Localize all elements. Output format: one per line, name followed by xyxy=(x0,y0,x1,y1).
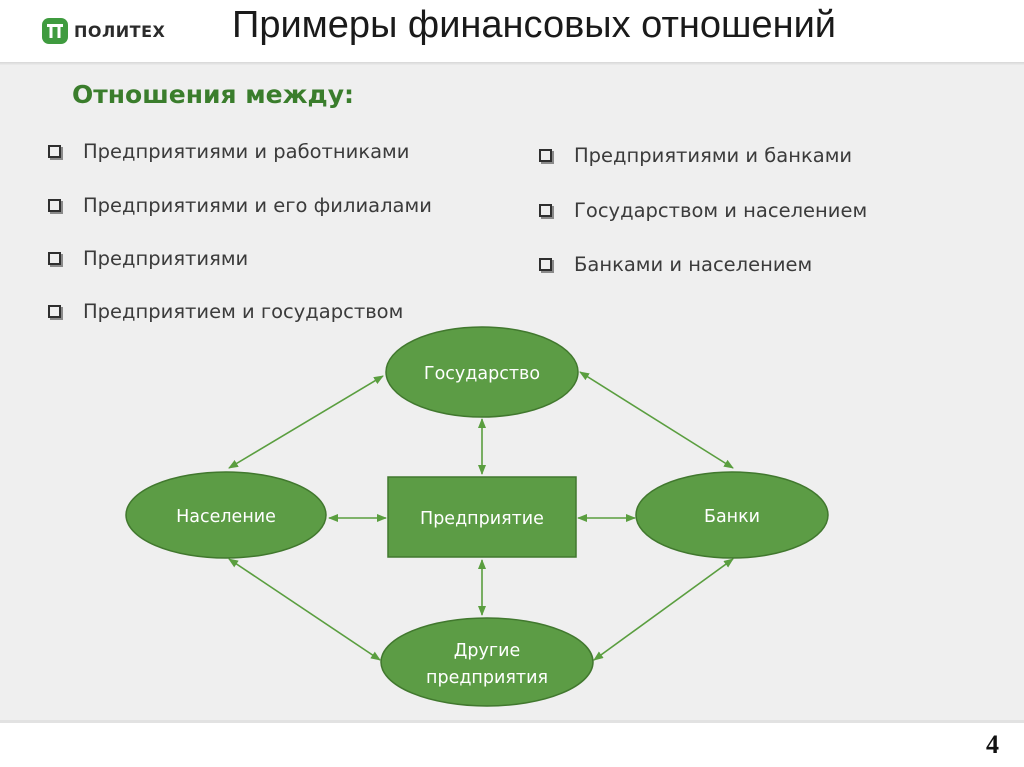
header-divider xyxy=(0,62,1024,65)
checkbox-icon xyxy=(539,258,552,271)
list-item: Банками и населением xyxy=(539,253,812,276)
checkbox-icon xyxy=(539,149,552,162)
politech-logo: ПОЛИТЕХ xyxy=(42,17,165,45)
checkbox-icon xyxy=(48,199,61,212)
list-item-label: Банками и населением xyxy=(574,253,813,276)
page-number: 4 xyxy=(986,730,999,759)
list-item-label: Предприятиями и его филиалами xyxy=(83,194,432,217)
politech-logo-icon xyxy=(42,18,68,44)
list-item: Предприятиями и его филиалами xyxy=(48,194,432,217)
checkbox-icon xyxy=(48,145,61,158)
footer-divider xyxy=(0,720,1024,723)
list-item-label: Предприятием и государством xyxy=(83,300,404,323)
list-item-label: Предприятиями и банками xyxy=(574,144,853,167)
list-item: Государством и населением xyxy=(539,199,867,222)
footer xyxy=(0,723,1024,767)
list-item-label: Предприятиями xyxy=(83,247,249,270)
list-item: Предприятиями xyxy=(48,247,248,270)
logo-text: ПОЛИТЕХ xyxy=(74,21,166,41)
list-item: Предприятиями и банками xyxy=(539,144,852,167)
checkbox-icon xyxy=(539,204,552,217)
subtitle: Отношения между: xyxy=(72,80,354,109)
list-item: Предприятиями и работниками xyxy=(48,140,409,163)
list-item: Предприятием и государством xyxy=(48,300,403,323)
list-item-label: Государством и населением xyxy=(574,199,868,222)
checkbox-icon xyxy=(48,305,61,318)
checkbox-icon xyxy=(48,252,61,265)
list-item-label: Предприятиями и работниками xyxy=(83,140,410,163)
page-title: Примеры финансовых отношений xyxy=(232,4,837,46)
header xyxy=(0,0,1024,62)
slide-content xyxy=(0,65,1024,720)
